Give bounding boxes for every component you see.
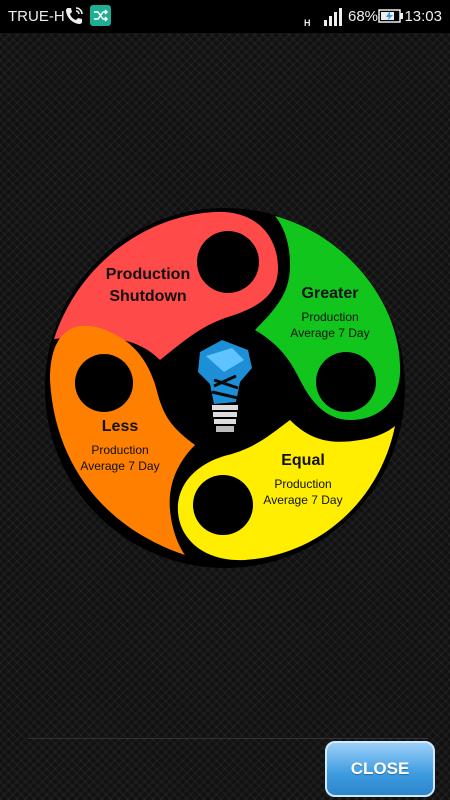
equal-sub-line2: Average 7 Day [263,493,343,507]
status-bar: TRUE-H H 68% 13:03 [0,0,450,33]
network-type: H [304,18,311,28]
equal-sub-line1: Production [274,477,332,491]
segment-hole [197,231,259,293]
clock: 13:03 [404,8,442,25]
segment-hole [316,352,376,412]
label-shutdown: Production Shutdown [88,264,208,308]
greater-title: Greater [301,285,359,302]
close-button[interactable]: CLOSE [325,741,435,797]
shuffle-icon [90,5,111,26]
equal-title: Equal [281,452,325,469]
less-sub-line1: Production [91,443,149,457]
less-sub-line2: Average 7 Day [80,459,160,473]
segment-hole [193,475,253,535]
phone-call-icon [66,7,83,24]
greater-sub-line1: Production [301,310,359,324]
label-greater: Greater Production Average 7 Day [270,283,390,341]
battery-charging-icon [378,9,403,23]
shutdown-title-line1: Production [105,266,191,283]
label-equal: Equal Production Average 7 Day [243,450,363,508]
divider [28,738,428,739]
battery-percent: 68% [348,8,379,25]
label-less: Less Production Average 7 Day [60,416,180,474]
lightbulb-logo-icon [198,340,252,432]
greater-sub-line2: Average 7 Day [290,326,370,340]
signal-strength-icon: H [304,8,342,28]
shutdown-title-line2: Shutdown [109,288,187,305]
carrier-name: TRUE-H [8,8,65,25]
less-title: Less [101,418,139,435]
segment-hole [75,354,133,412]
